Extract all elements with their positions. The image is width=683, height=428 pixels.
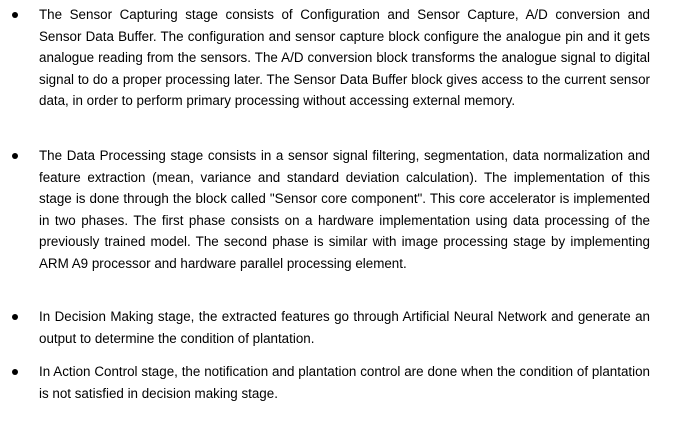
bullet-marker [12,153,18,159]
paragraph-decision-making: In Decision Making stage, the extracted … [39,309,650,346]
bullet-marker [12,369,18,375]
bullet-marker [12,12,18,18]
paragraph-sensor-capturing: The Sensor Capturing stage consists of C… [39,7,650,109]
paragraph-action-control: In Action Control stage, the notificatio… [39,364,650,401]
bullet-marker [12,314,18,320]
paragraph-data-processing: The Data Processing stage consists in a … [39,148,650,271]
